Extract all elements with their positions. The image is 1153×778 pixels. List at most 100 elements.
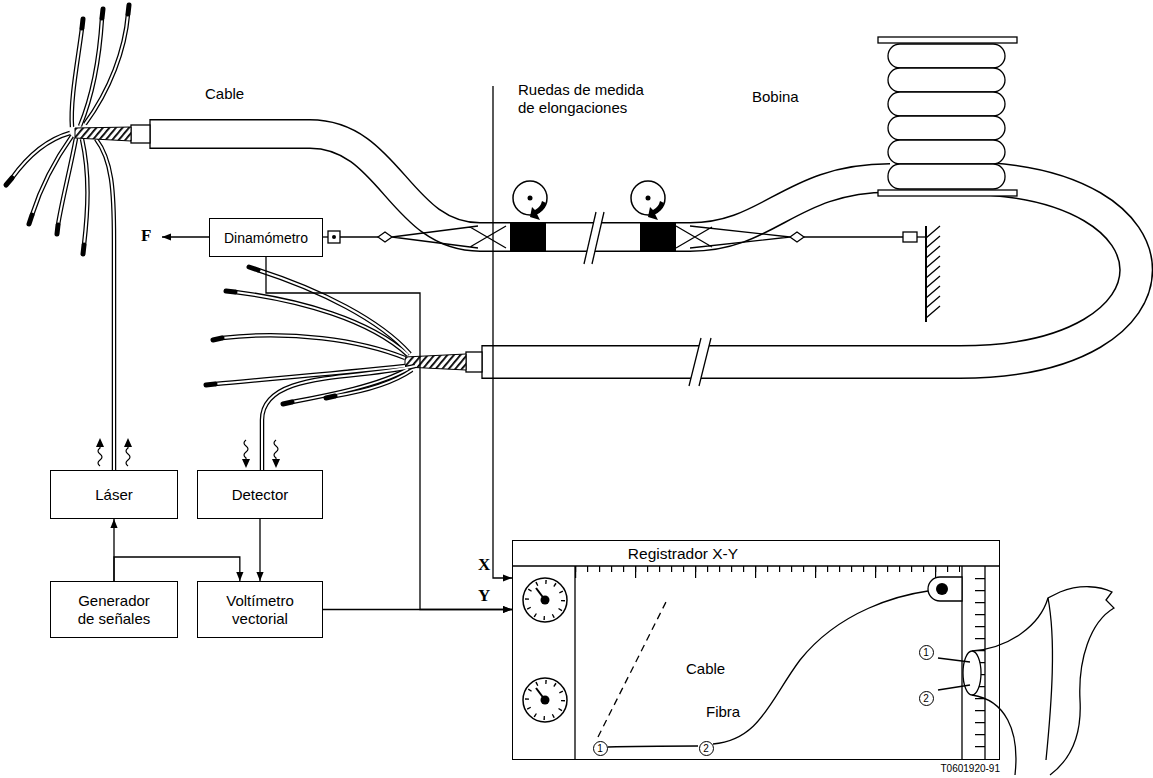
fiber-fan — [6, 178, 12, 185]
upper-cable — [75, 119, 890, 264]
light-signal — [96, 438, 280, 468]
box-text: Generador de señales — [70, 592, 158, 628]
fiber-fan — [96, 139, 114, 470]
lower-cable — [466, 352, 482, 372]
pull-rig — [804, 236, 903, 237]
box-text: Detector — [232, 486, 289, 504]
pull-rig — [162, 226, 940, 322]
panel-title: Registrador X-Y — [573, 545, 793, 563]
signal-connector — [266, 257, 512, 610]
instrument-box: Detector — [197, 470, 323, 519]
signal-connector — [259, 519, 260, 581]
callout-number: 1 — [593, 741, 608, 756]
fiber-fan — [326, 396, 335, 398]
fiber-fan — [222, 335, 405, 358]
curve-label: Cable — [686, 660, 725, 678]
pull-rig — [378, 232, 392, 242]
fiber-fan — [262, 366, 415, 470]
meter-dial — [541, 596, 550, 605]
fiber-fan — [206, 267, 415, 470]
lower-cable — [699, 338, 711, 386]
part-label: Bobina — [752, 88, 799, 106]
pull-rig — [328, 231, 340, 243]
fiber-fan — [249, 267, 258, 270]
fiber-fan — [85, 14, 128, 124]
meter-dial — [527, 682, 563, 718]
signal-connector — [114, 557, 240, 581]
fiber-fan — [215, 270, 415, 470]
lower-cable — [689, 338, 701, 386]
box-text: Láser — [95, 486, 133, 504]
pull-rig — [926, 226, 940, 318]
cable-end-sketch — [938, 587, 1114, 775]
upper-cable — [510, 223, 546, 252]
fiber-fan — [83, 245, 84, 254]
fiber-fan — [258, 270, 410, 354]
light-signal — [244, 440, 248, 461]
fiber-fan — [12, 14, 128, 470]
fiber-fan — [82, 139, 88, 245]
box-text: Voltímetro vectorial — [216, 592, 304, 628]
axis-input-label: Y — [478, 587, 490, 605]
lower-cable — [689, 338, 711, 386]
cable-end-sketch — [1046, 598, 1052, 760]
axis-input-label: X — [478, 556, 490, 574]
pull-rig — [903, 232, 917, 242]
fiber-fan — [215, 270, 415, 470]
meter-dial — [523, 578, 567, 722]
fiber-fan — [128, 5, 129, 14]
cable-end-sketch — [938, 658, 970, 662]
measuring-wheel — [528, 196, 533, 201]
meter-dial — [541, 696, 550, 705]
light-signal — [98, 445, 102, 466]
fiber-fan — [58, 138, 76, 225]
light-signal — [96, 438, 280, 468]
fiber-fan — [335, 370, 412, 396]
fiber-fan — [80, 18, 102, 126]
pull-rig — [676, 226, 790, 248]
upper-cable — [640, 223, 676, 252]
light-signal — [274, 440, 278, 461]
pull-rig — [162, 236, 209, 237]
measuring-wheel — [513, 181, 665, 220]
instrument-box: Voltímetro vectorial — [197, 581, 323, 638]
callout-number: 2 — [919, 691, 934, 706]
meter-dial — [523, 678, 567, 722]
measuring-wheel — [530, 201, 546, 220]
pull-rig — [790, 232, 804, 242]
measuring-wheel — [648, 201, 664, 220]
upper-cable — [592, 212, 604, 264]
fiber-fan — [6, 5, 129, 470]
fiber-fan — [82, 139, 88, 245]
upper-cable — [131, 125, 150, 143]
fiber-fan — [292, 369, 408, 402]
fiber-fan — [12, 133, 70, 178]
fiber-fan — [32, 136, 72, 215]
upper-cable — [75, 127, 131, 141]
fiber-fan — [72, 28, 82, 127]
fiber-fan — [206, 384, 215, 385]
cable-coil — [878, 37, 1017, 43]
cable-coil — [888, 140, 1005, 164]
figure-code: T0601920-91 — [860, 763, 1000, 774]
recorder-mechanism — [574, 566, 575, 760]
recorded-curve — [598, 591, 928, 747]
fiber-fan — [222, 335, 405, 358]
fiber-fan — [82, 19, 83, 28]
pull-rig — [392, 226, 506, 248]
meter-dial — [523, 578, 567, 622]
fiber-fan — [226, 291, 235, 292]
fiber-fan — [206, 267, 335, 404]
recorded-curve — [608, 746, 698, 747]
instrument-box: Láser — [50, 470, 178, 519]
cable-coil — [878, 190, 1017, 196]
meter-dial — [527, 582, 563, 618]
recorder-mechanism — [575, 566, 960, 578]
recorder-mechanism — [513, 566, 999, 760]
fiber-fan — [29, 215, 32, 224]
cable-coil — [888, 68, 1005, 92]
cable-coil — [888, 116, 1005, 140]
cable-end-sketch — [963, 651, 981, 695]
